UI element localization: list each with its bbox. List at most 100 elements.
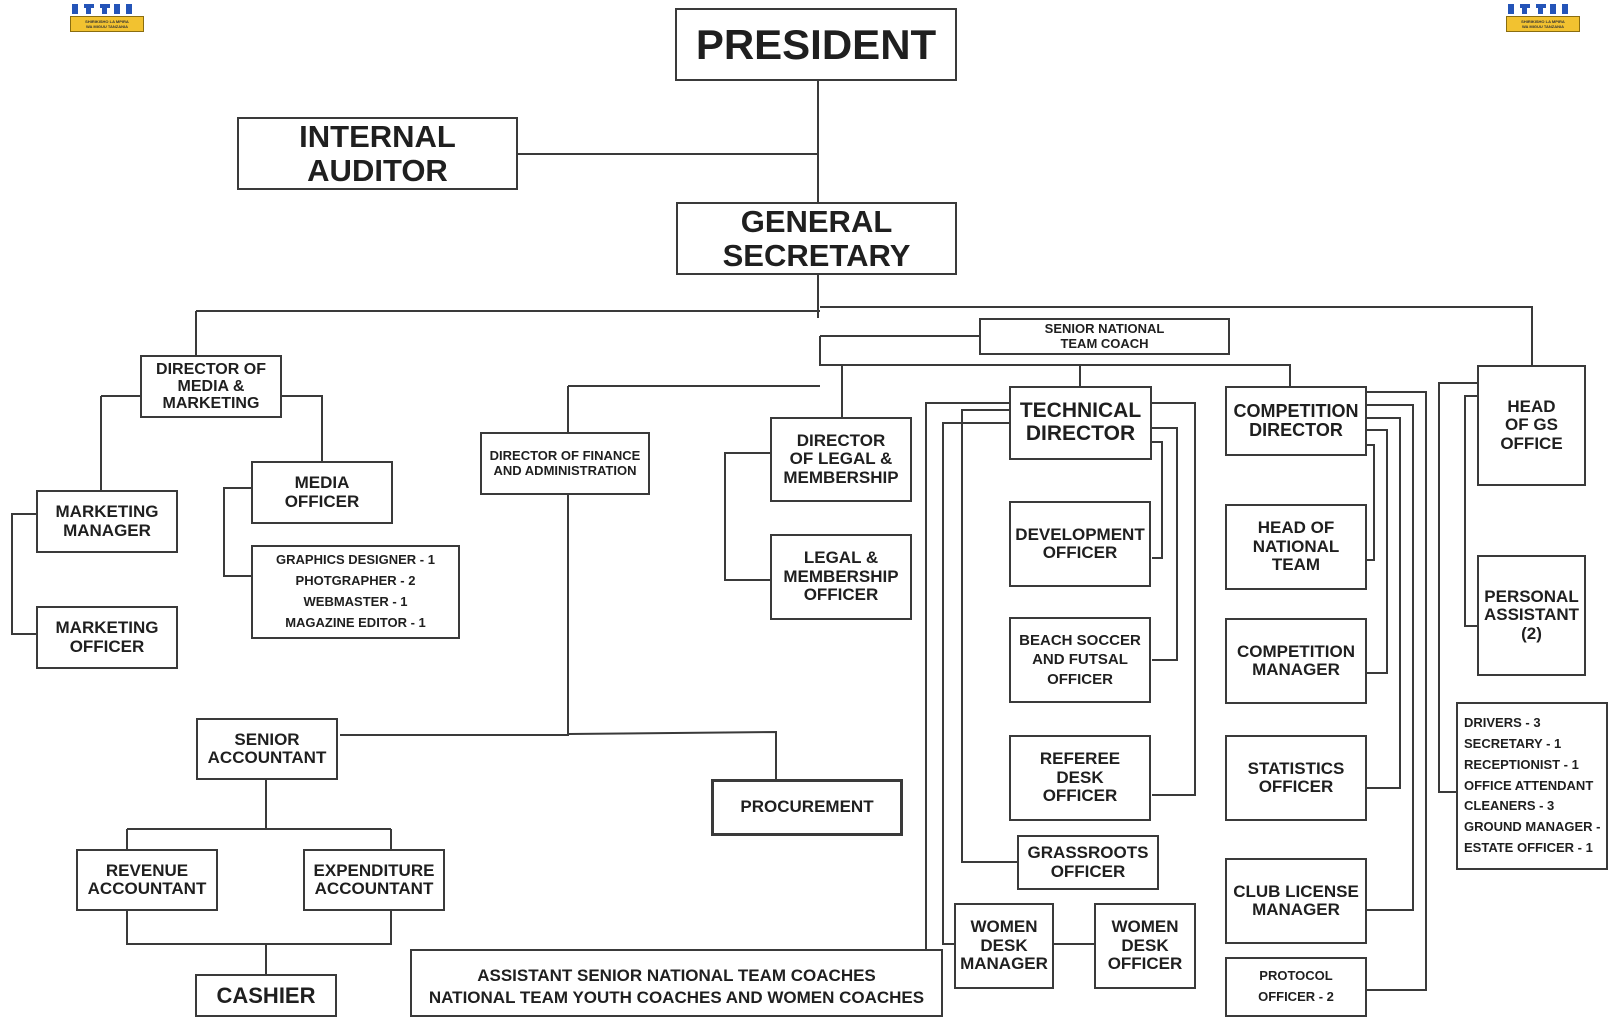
general-secretary-line: SECRETARY <box>722 237 911 273</box>
assistant-coaches-line: ASSISTANT SENIOR NATIONAL TEAM COACHES <box>477 966 876 985</box>
expenditure-accountant-line: EXPENDITURE <box>313 860 435 880</box>
women-desk-manager-line: WOMEN <box>970 917 1038 937</box>
gs-office-staff-line: GROUND MANAGER - <box>1464 819 1601 835</box>
statistics-officer-line: STATISTICS <box>1247 758 1345 778</box>
tff-logo-right: SHIRIKISHO LA MPIRA WA MIGUU TANZANIA <box>1506 0 1580 34</box>
revenue-accountant-line: ACCOUNTANT <box>87 879 207 898</box>
procurement-box: PROCUREMENT <box>711 779 903 836</box>
referee-desk-officer-line: OFFICER <box>1042 786 1118 806</box>
personal-assistant-line: PERSONAL <box>1484 586 1579 606</box>
head-national-team-line: HEAD OF <box>1257 518 1335 538</box>
grassroots-officer-line: GRASSROOTS <box>1027 843 1149 863</box>
gs-office-staff-line: ESTATE OFFICER - 1 <box>1464 839 1593 855</box>
director-media-line: DIRECTOR OF <box>156 360 266 378</box>
tff-logo-left: SHIRIKISHO LA MPIRA WA MIGUU TANZANIA <box>70 0 144 34</box>
director-media-line: MEDIA & <box>177 377 245 395</box>
technical-director-line: TECHNICAL <box>1019 399 1142 423</box>
media-staff-line: PHOTGRAPHER - 2 <box>295 573 416 589</box>
internal-auditor-line: INTERNAL <box>299 119 456 155</box>
revenue-accountant-line: REVENUE <box>105 860 189 880</box>
beach-soccer-officer-line: AND FUTSAL <box>1032 651 1128 669</box>
president-box: PRESIDENT <box>675 8 957 81</box>
head-gs-office-line: OFFICE <box>1500 433 1563 453</box>
marketing-officer-line: OFFICER <box>69 636 145 656</box>
senior-accountant-line: SENIOR <box>234 729 300 749</box>
expenditure-accountant-line: ACCOUNTANT <box>314 879 434 898</box>
legal-officer-line: LEGAL & <box>803 548 879 568</box>
media-staff-line: MAGAZINE EDITOR - 1 <box>285 614 426 630</box>
gs-office-staff-line: OFFICE ATTENDANT <box>1464 777 1594 793</box>
club-license-manager-line: MANAGER <box>1252 900 1340 919</box>
gs-office-staff-line: RECEPTIONIST - 1 <box>1464 756 1579 772</box>
logo-plate: SHIRIKISHO LA MPIRA WA MIGUU TANZANIA <box>1506 16 1580 32</box>
gs-office-staff-line: DRIVERS - 3 <box>1464 715 1541 731</box>
media-officer-line: OFFICER <box>284 491 360 511</box>
senior-national-team-coach-line: TEAM COACH <box>1060 335 1149 351</box>
gs-office-staff-line: CLEANERS - 3 <box>1464 798 1555 814</box>
director-legal-line: OF LEGAL & <box>789 449 893 469</box>
assistant-coaches-line: NATIONAL TEAM YOUTH COACHES AND WOMEN CO… <box>428 988 925 1008</box>
statistics-officer-line: OFFICER <box>1258 777 1334 796</box>
director-legal-line: MEMBERSHIP <box>783 467 899 487</box>
women-desk-officer-line: DESK <box>1121 935 1169 955</box>
women-desk-officer-line: WOMEN <box>1111 917 1179 937</box>
head-national-team-line: TEAM <box>1271 555 1321 575</box>
director-media-line: MARKETING <box>162 395 260 413</box>
head-national-team-line: NATIONAL <box>1252 536 1340 556</box>
marketing-manager-line: MARKETING <box>55 502 159 522</box>
marketing-manager-line: MANAGER <box>63 520 151 540</box>
director-finance-line: AND ADMINISTRATION <box>493 462 637 478</box>
women-desk-manager-line: MANAGER <box>960 954 1048 974</box>
cashier-line: CASHIER <box>216 982 316 1008</box>
marketing-officer-line: MARKETING <box>55 618 159 638</box>
procurement-line: PROCUREMENT <box>740 797 874 817</box>
personal-assistant-line: ASSISTANT <box>1483 605 1580 625</box>
grassroots-officer-line: OFFICER <box>1050 861 1126 881</box>
competition-director-line: DIRECTOR <box>1249 420 1343 440</box>
logo-plate: SHIRIKISHO LA MPIRA WA MIGUU TANZANIA <box>70 16 144 32</box>
logo-bottom-text: WA MIGUU TANZANIA <box>86 24 128 29</box>
senior-national-team-coach-line: SENIOR NATIONAL <box>1044 321 1165 337</box>
protocol-officer-line: OFFICER - 2 <box>1258 989 1334 1004</box>
personal-assistant-line: (2) <box>1521 623 1542 643</box>
referee-desk-officer-line: DESK <box>1056 767 1104 787</box>
head-gs-office-line: OF GS <box>1505 415 1558 435</box>
women-desk-officer-line: OFFICER <box>1107 954 1183 974</box>
development-officer-line: DEVELOPMENT <box>1015 524 1145 544</box>
president-line: PRESIDENT <box>695 20 937 68</box>
beach-soccer-officer-line: BEACH SOCCER <box>1019 631 1141 649</box>
technical-director-line: DIRECTOR <box>1025 422 1136 445</box>
club-license-manager-line: CLUB LICENSE <box>1233 881 1359 901</box>
director-legal-line: DIRECTOR <box>796 430 886 450</box>
competition-director-line: COMPETITION <box>1233 400 1359 421</box>
legal-officer-line: MEMBERSHIP <box>783 566 899 586</box>
media-staff-line: GRAPHICS DESIGNER - 1 <box>276 552 435 568</box>
development-officer-line: OFFICER <box>1042 543 1118 562</box>
general-secretary-line: GENERAL <box>740 204 893 240</box>
